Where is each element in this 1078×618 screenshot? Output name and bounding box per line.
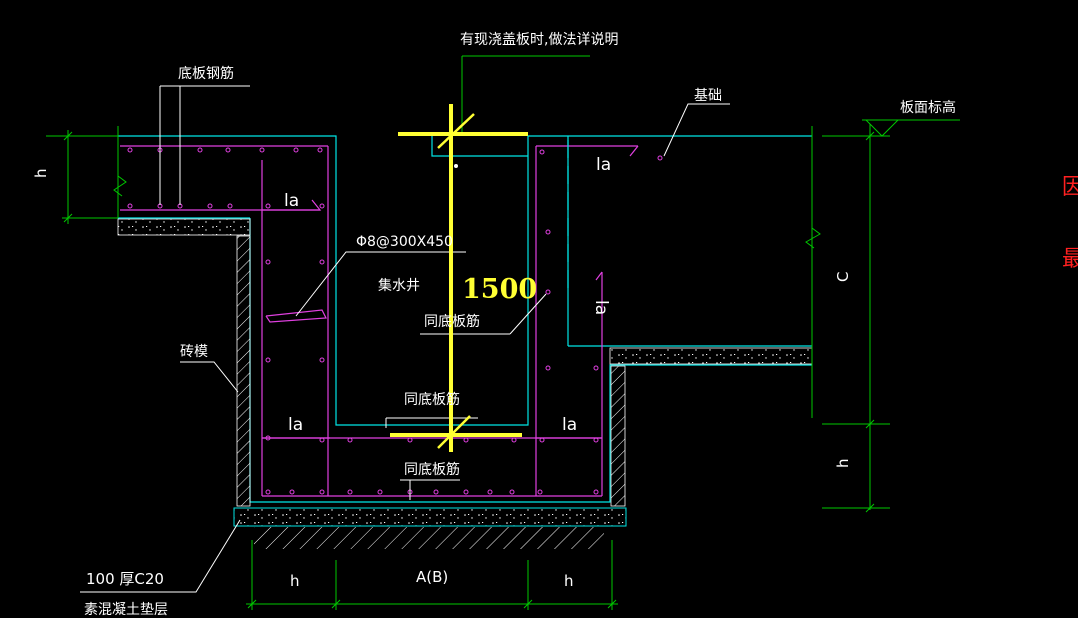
note-top-label: 有现浇盖板时,做法详说明: [460, 32, 618, 48]
same-bottom-rebar-label-2: 同底板筋: [404, 391, 460, 408]
slab-elevation-label: 板面标高: [900, 99, 956, 116]
left-slab-cushion: [117, 218, 251, 236]
red-char-1: 因: [1062, 175, 1078, 200]
cushion-material-label: 素混凝土垫层: [84, 602, 168, 618]
cushion-thickness-label: 100 厚C20: [86, 570, 164, 588]
rebar-lines: [120, 145, 639, 497]
anchor-la-bottom-right: la: [562, 415, 577, 435]
dim-h-bottom-right: h: [564, 572, 574, 590]
bottom-cushion: [233, 507, 627, 527]
measurement-value: 1500: [462, 274, 537, 305]
brick-form-right: [610, 365, 626, 507]
rebar-spec-label: Φ8@300X450: [356, 234, 453, 250]
dim-h-bottom-left: h: [290, 572, 300, 590]
anchor-la-top-right: la: [596, 155, 611, 175]
brick-form-label: 砖模: [180, 344, 208, 360]
anchor-la-right-wall: la: [591, 300, 611, 315]
anchor-la-bottom-left: la: [288, 415, 303, 435]
foundation-label: 基础: [694, 87, 722, 104]
dim-h-left: h: [32, 168, 50, 178]
brick-form-left: [236, 235, 251, 507]
rebar-dots: [127, 147, 663, 495]
anchor-la-top-left: la: [284, 191, 299, 211]
right-slab-cushion: [609, 347, 813, 365]
red-char-2: 最: [1062, 247, 1078, 272]
soil-hatch: [254, 527, 604, 549]
dim-ab-bottom: A(B): [416, 568, 448, 586]
measurement-overlay: [390, 104, 528, 452]
dim-h-right: h: [834, 458, 852, 468]
sump-label: 集水井: [378, 277, 420, 294]
dim-ticks: [63, 131, 875, 609]
same-bottom-rebar-label-1: 同底板筋: [424, 313, 480, 330]
same-bottom-rebar-label-3: 同底板筋: [404, 461, 460, 478]
dimension-lines: [46, 55, 960, 610]
dim-c-right: C: [834, 272, 852, 282]
leader-lines: [80, 85, 730, 593]
bottom-rebar-label: 底板钢筋: [178, 65, 234, 82]
